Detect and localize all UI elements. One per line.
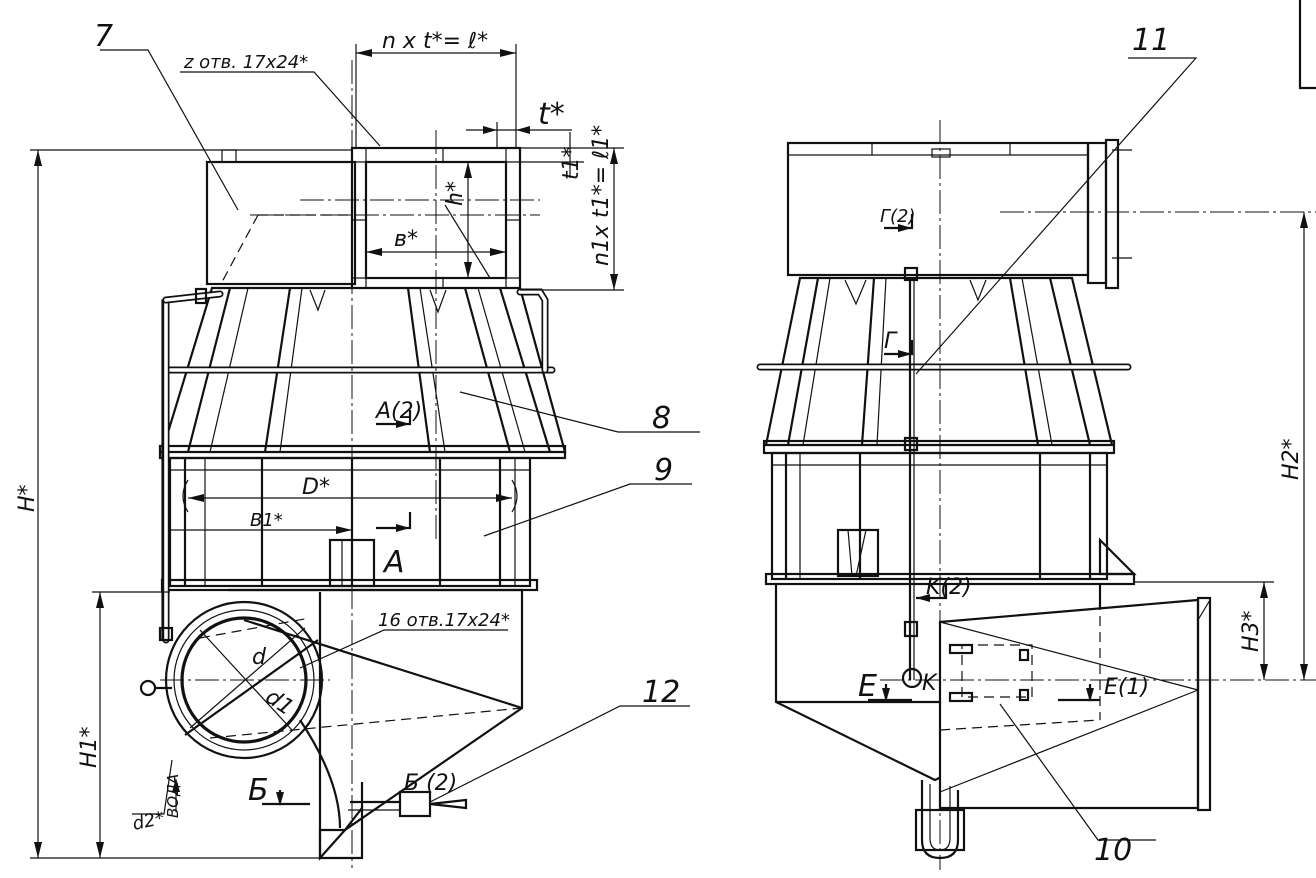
section-G: Г: [884, 329, 898, 354]
label-b: в*: [394, 227, 418, 252]
callout-12: 12: [642, 675, 680, 710]
right-inlet-box: [786, 141, 1090, 277]
label-D: D*: [302, 475, 330, 500]
section-E1: E(1): [1104, 675, 1149, 700]
label-B1: B1*: [250, 510, 283, 531]
right-view: [756, 57, 1316, 870]
section-B2: Б (2): [404, 771, 457, 796]
right-cone: [764, 276, 1114, 447]
left-view: [30, 44, 700, 868]
cylinder-frame: [168, 456, 532, 588]
section-K: K: [922, 671, 938, 696]
section-E: E: [858, 669, 877, 704]
section-B: Б: [248, 773, 269, 808]
label-d1: d1: [261, 684, 298, 721]
inlet-box: [205, 160, 357, 286]
callout-7: 7: [94, 19, 113, 54]
label-d2: d2*: [131, 808, 167, 835]
label-d: d: [252, 645, 267, 670]
label-H3: H3*: [1239, 610, 1264, 652]
callout-8: 8: [652, 401, 671, 436]
label-H2: H2*: [1279, 438, 1304, 480]
label-h: h*: [443, 181, 468, 206]
label-t: t*: [538, 97, 565, 132]
label-ntl: n x t*= ℓ*: [382, 29, 488, 54]
label-16-holes: 16 отв.17х24*: [378, 610, 510, 631]
callout-9: 9: [654, 453, 673, 488]
note-water: ВОДА: [164, 774, 182, 818]
callout-11: 11: [1132, 23, 1170, 58]
section-G2: Г(2): [880, 206, 916, 227]
callout-10: 10: [1094, 833, 1132, 868]
label-n1t1l1: n1x t1*= ℓ1*: [589, 125, 614, 266]
label-H1: H1*: [77, 726, 102, 768]
label-t1: t1*: [559, 146, 584, 180]
section-A: A: [382, 545, 405, 580]
hopper: [228, 588, 524, 861]
label-z-holes: z отв. 17х24*: [183, 52, 308, 73]
section-A2: A(2): [374, 399, 422, 424]
label-H: H*: [15, 484, 40, 512]
section-K2: K(2): [926, 575, 972, 600]
